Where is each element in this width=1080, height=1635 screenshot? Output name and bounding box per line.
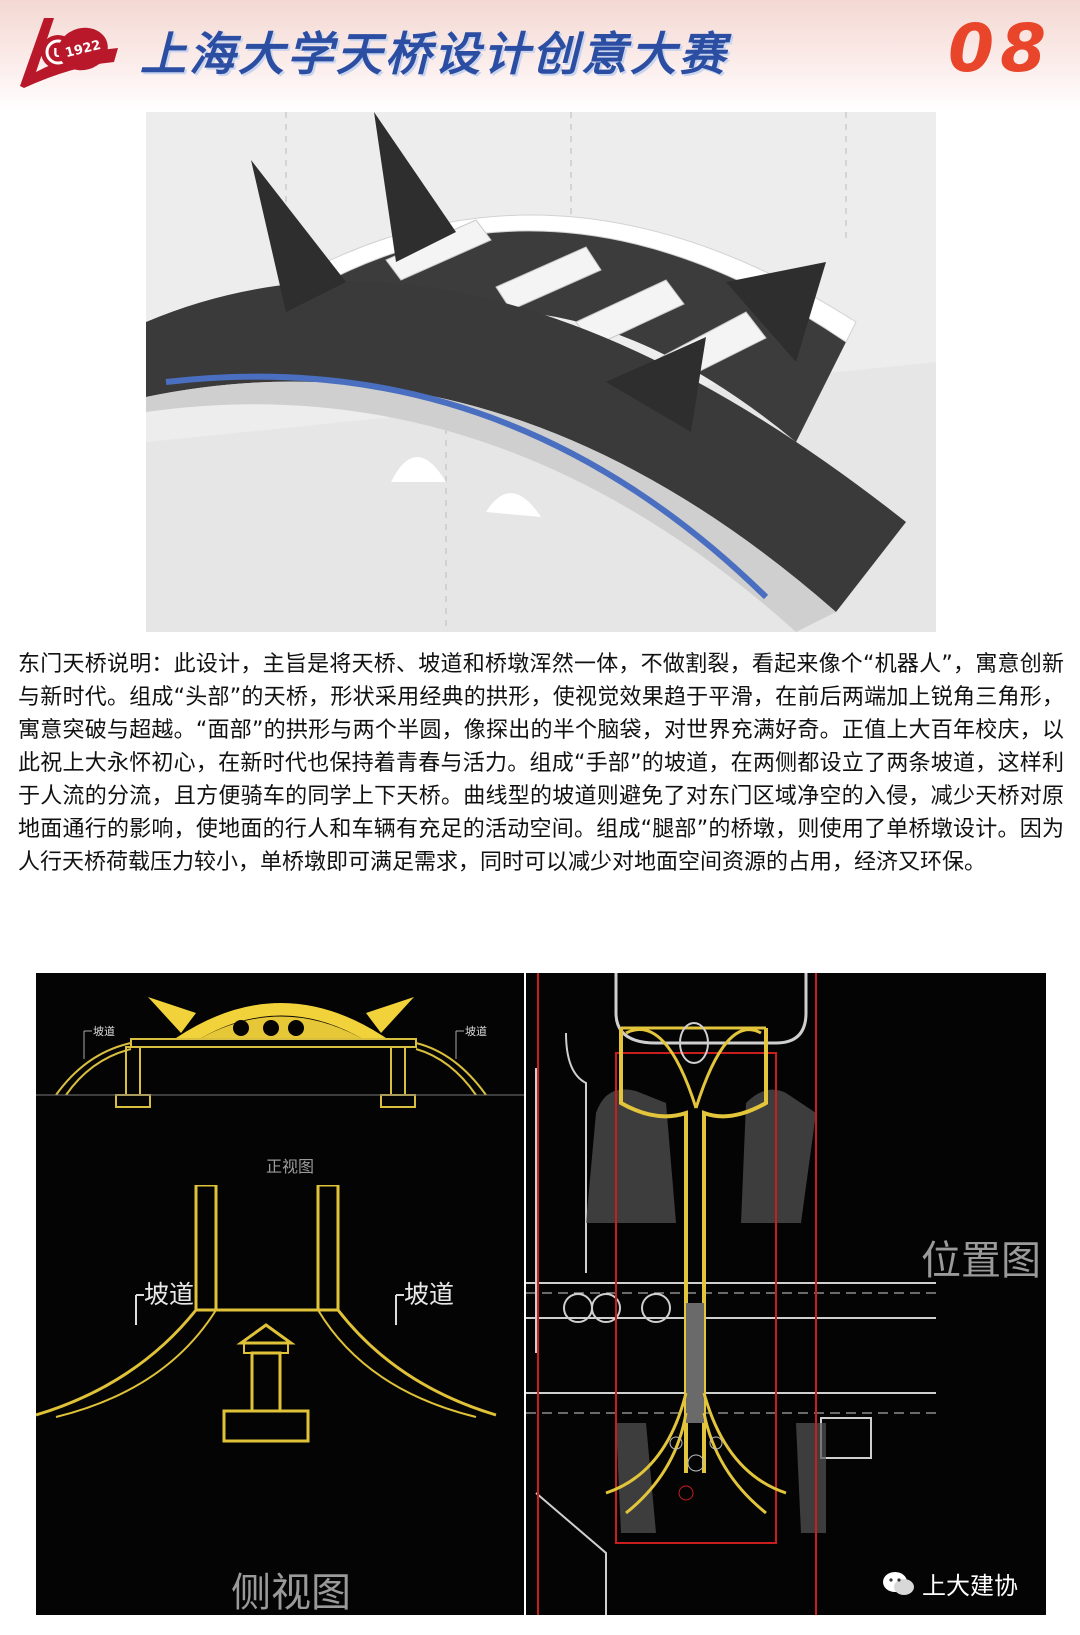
side-view-drawing: 坡道 坡道 侧视图 [36,1185,524,1615]
front-view-drawing: 坡道 坡道 正视图 [36,973,524,1185]
bridge-description: 东门天桥说明：此设计，主旨是将天桥、坡道和桥墩浑然一体，不做割裂，看起来像个“机… [18,652,1064,875]
wechat-icon [883,1571,914,1595]
site-plan-drawing: 位置图 [526,973,1046,1615]
side-view-cad [36,1185,524,1615]
site-plan-cad [526,973,1046,1615]
watermark-text: 上大建协 [922,1572,1018,1600]
side-view-ramp-label-right: 坡道 [404,1280,455,1309]
page-number: 08 [948,10,1052,87]
site-plan-label: 位置图 [921,1238,1041,1284]
watermark: 上大建协 [882,1566,1018,1601]
bridge-3d-render [146,112,936,632]
front-view-ramp-label-left: 坡道 [93,1025,115,1038]
page-header: U 1922 上海大学天桥设计创意大赛 08 [0,0,1080,112]
side-view-label: 侧视图 [231,1570,351,1615]
front-view-cad [36,973,524,1185]
side-view-ramp-label-left: 坡道 [144,1280,195,1309]
front-view-label: 正视图 [266,1157,315,1176]
bridge-render-drawing [146,112,936,632]
page-title: 上海大学天桥设计创意大赛 [140,27,728,81]
front-view-ramp-label-right: 坡道 [465,1025,487,1038]
